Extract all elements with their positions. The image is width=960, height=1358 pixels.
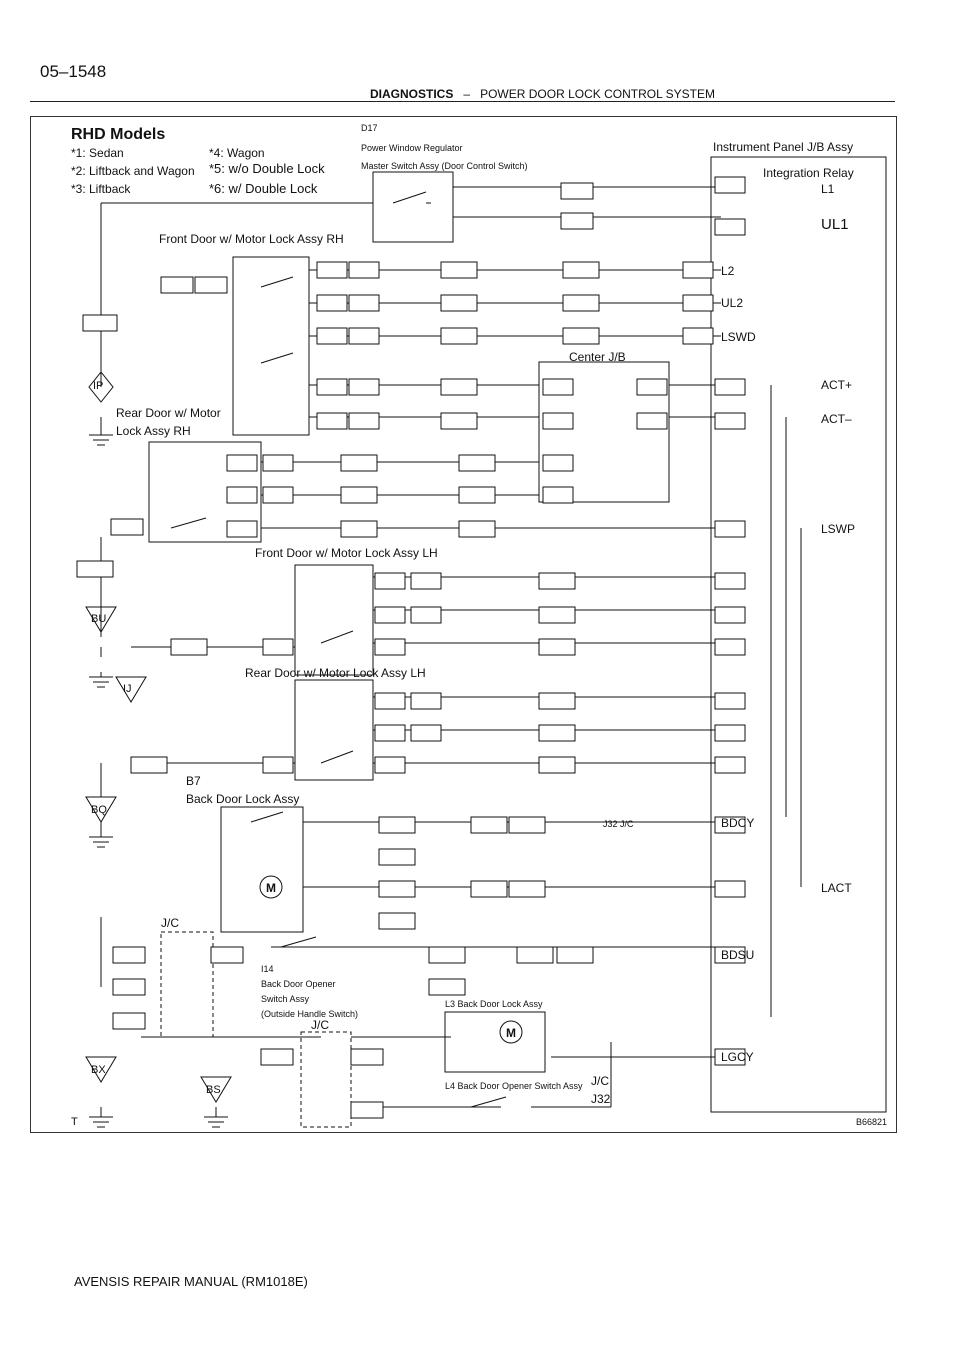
ground-ij: IJ: [123, 683, 132, 695]
rear-door-lh-label: Rear Door w/ Motor Lock Assy LH: [245, 666, 426, 680]
note-liftback-wagon: *2: Liftback and Wagon: [71, 164, 195, 178]
relay-pin-lgcy: LGCY: [721, 1050, 754, 1064]
page-header: DIAGNOSTICS – POWER DOOR LOCK CONTROL SY…: [370, 87, 715, 101]
jc-label-left: J/C: [161, 916, 179, 930]
note-wagon: *4: Wagon: [209, 146, 265, 160]
rhd-models-heading: RHD Models: [71, 126, 165, 143]
relay-pin-ul2: UL2: [721, 296, 743, 310]
relay-pin-lact: LACT: [821, 881, 852, 895]
header-rule: [30, 101, 895, 102]
relay-pin-lswp: LSWP: [821, 522, 855, 536]
ground-ip: IP: [93, 380, 103, 392]
relay-pin-l1: L1: [821, 182, 835, 196]
front-door-lh-label: Front Door w/ Motor Lock Assy LH: [255, 546, 438, 560]
relay-pin-bdsu: BDSU: [721, 948, 754, 962]
rear-door-rh-label-2: Lock Assy RH: [116, 424, 191, 438]
header-section: DIAGNOSTICS: [370, 87, 454, 101]
motor-symbol-b7: M: [266, 881, 276, 895]
page-footer: AVENSIS REPAIR MANUAL (RM1018E): [74, 1274, 308, 1289]
center-jb-label: Center J/B: [569, 350, 626, 364]
j32-top-label: J32 J/C: [603, 819, 634, 829]
jc-label-bottom: J/C: [311, 1018, 329, 1032]
i14-name-1: Back Door Opener: [261, 979, 336, 989]
corner-mark: T: [71, 1116, 78, 1128]
ground-bq: BQ: [91, 804, 107, 816]
i14-name-2: Switch Assy: [261, 994, 310, 1004]
relay-pin-act-minus: ACT–: [821, 412, 852, 426]
rear-door-rh-label-1: Rear Door w/ Motor: [116, 406, 221, 420]
note-w-double-lock: *6: w/ Double Lock: [209, 181, 318, 196]
relay-pin-l2: L2: [721, 264, 735, 278]
integration-relay-title: Integration Relay: [763, 166, 854, 180]
ground-bs: BS: [206, 1084, 221, 1096]
b7-name: Back Door Lock Assy: [186, 792, 299, 806]
ground-bx: BX: [91, 1064, 106, 1076]
figure-id: B66821: [856, 1117, 887, 1127]
page-number: 05–1548: [40, 62, 107, 81]
l4-label: L4 Back Door Opener Switch Assy: [445, 1081, 583, 1091]
master-switch-code: D17: [361, 123, 378, 133]
front-door-rh-label: Front Door w/ Motor Lock Assy RH: [159, 232, 344, 246]
j32-jc-label: J/C: [591, 1074, 609, 1088]
note-liftback: *3: Liftback: [71, 182, 131, 196]
i14-name-3: (Outside Handle Switch): [261, 1009, 358, 1019]
header-title: POWER DOOR LOCK CONTROL SYSTEM: [480, 87, 715, 101]
note-wo-double-lock: *5: w/o Double Lock: [209, 161, 325, 176]
wiring-diagram-svg: RHD Models *1: Sedan *2: Liftback and Wa…: [71, 123, 887, 1128]
relay-pin-bdcy: BDCY: [721, 816, 754, 830]
l3-label: L3 Back Door Lock Assy: [445, 999, 543, 1009]
ground-bu: BU: [91, 613, 106, 625]
j32-code-label: J32: [591, 1092, 611, 1106]
relay-pin-lswd: LSWD: [721, 330, 756, 344]
i14-code: I14: [261, 964, 274, 974]
relay-pin-ul1: UL1: [821, 216, 849, 233]
master-switch-name-2: Master Switch Assy (Door Control Switch): [361, 161, 528, 171]
note-sedan: *1: Sedan: [71, 146, 124, 160]
wiring-diagram: RHD Models *1: Sedan *2: Liftback and Wa…: [30, 116, 897, 1133]
motor-symbol-l3: M: [506, 1026, 516, 1040]
relay-pin-act-plus: ACT+: [821, 378, 852, 392]
b7-code: B7: [186, 774, 201, 788]
jb-assy-title: Instrument Panel J/B Assy: [713, 140, 853, 154]
master-switch-name-1: Power Window Regulator: [361, 143, 463, 153]
header-separator: –: [463, 87, 471, 101]
